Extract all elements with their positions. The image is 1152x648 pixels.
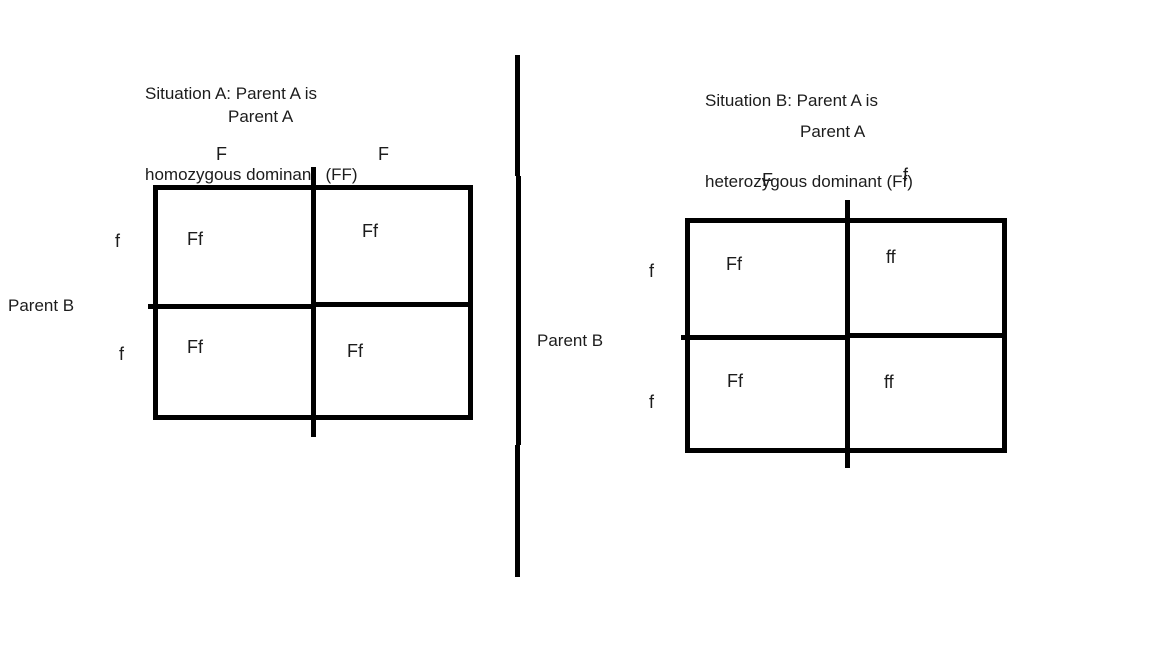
situation-b-title-line1: Situation B: Parent A is [705,91,878,110]
page-divider-line-top [515,55,520,176]
situation-b-title: Situation B: Parent A is heterozygous do… [705,33,913,249]
situation-b-col-label-2: f [903,165,909,185]
punnett-b-center-horizontal-line-right [847,333,1007,338]
situation-a-col-label-2: F [378,144,389,164]
punnett-b-center-horizontal-line-left [681,335,847,340]
situation-b-parent-a-label: Parent A [800,122,866,141]
situation-b-col-label-1: F [762,170,773,190]
punnett-b-cell-bottom-left: Ff [727,371,743,391]
punnett-a-cell-bottom-right: Ff [347,341,363,361]
situation-a-row-label-1: f [115,231,121,251]
situation-a-col-label-1: F [216,144,227,164]
situation-b-parent-b-label: Parent B [537,331,604,350]
page-divider-line-middle [516,176,521,445]
situation-a-title-line2: homozygous dominant (FF) [145,165,358,184]
situation-a-row-label-2: f [119,344,125,364]
punnett-a-center-horizontal-line-left [148,304,314,309]
punnett-a-cell-top-left: Ff [187,229,203,249]
situation-a-parent-a-label: Parent A [228,107,294,126]
page-divider-line-bottom [515,445,520,577]
situation-b-row-label-2: f [649,392,655,412]
situation-b-row-label-1: f [649,261,655,281]
punnett-a-cell-top-right: Ff [362,221,378,241]
punnett-a-cell-bottom-left: Ff [187,337,203,357]
situation-a-title: Situation A: Parent A is homozygous domi… [145,26,358,242]
punnett-b-cell-bottom-right: ff [884,372,894,392]
situation-b-title-line2: heterozygous dominant (Ff) [705,172,913,191]
punnett-b-cell-top-right: ff [886,247,896,267]
situation-a-parent-b-label: Parent B [8,296,75,315]
punnett-b-cell-top-left: Ff [726,254,742,274]
situation-a-title-line1: Situation A: Parent A is [145,84,318,103]
punnett-a-center-horizontal-line-right [313,302,473,307]
